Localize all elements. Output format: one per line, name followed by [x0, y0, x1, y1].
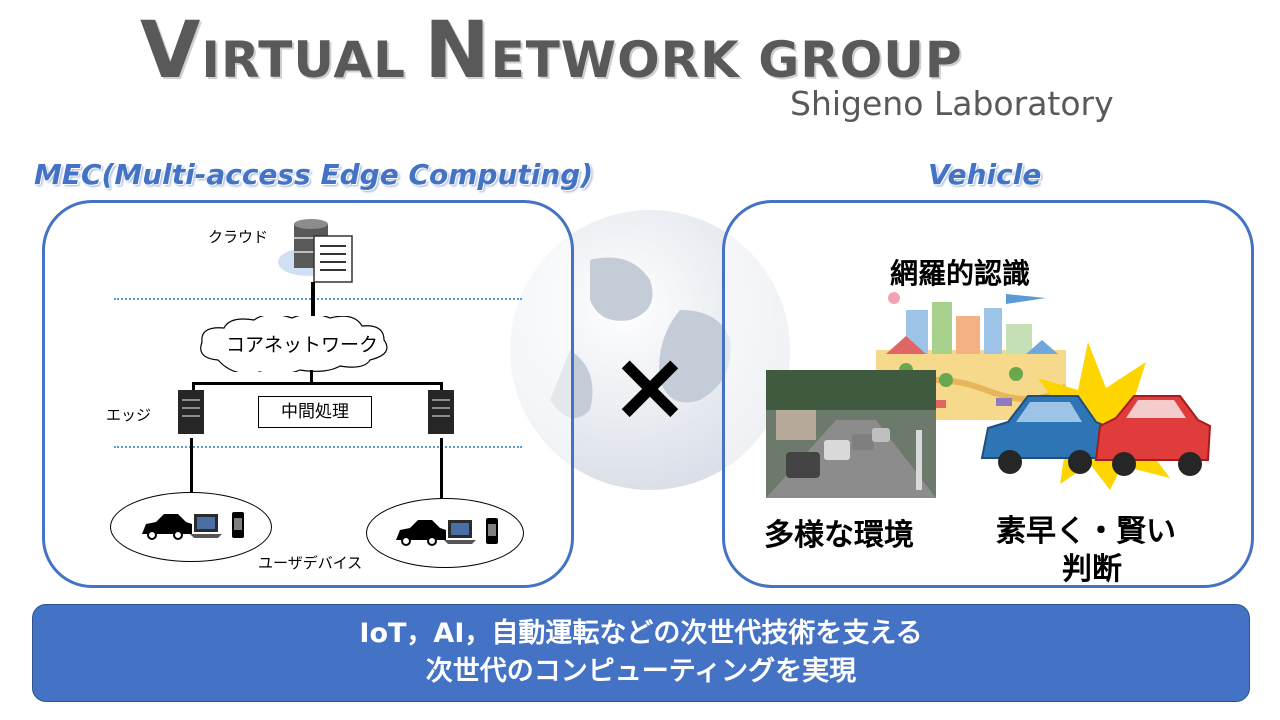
user-devices-right-icon — [396, 518, 498, 546]
title-letter-n: N — [424, 6, 491, 96]
edge-branch-right — [440, 382, 443, 390]
title-word-irtual: IRTUAL — [201, 31, 425, 89]
car-crash-illustration-icon — [980, 342, 1212, 490]
edge-server-right-icon — [428, 390, 454, 434]
cloud-core-link — [311, 282, 315, 318]
vehicle-section-label: Vehicle — [928, 158, 1042, 191]
edge-device-link-right — [440, 438, 443, 500]
cloud-label: クラウド — [208, 228, 269, 246]
traffic-photo-icon — [766, 370, 936, 498]
edge-server-left-icon — [178, 390, 204, 434]
edge-branch-line — [192, 382, 442, 385]
recognition-label: 網羅的認識 — [890, 257, 1031, 290]
layer-divider-bottom — [114, 446, 522, 448]
judgment-label-line2: 判断 — [1062, 552, 1122, 587]
title-letter-v: V — [140, 6, 202, 96]
edge-device-link-left — [190, 438, 193, 494]
times-symbol: × — [609, 330, 691, 442]
summary-banner: IoT，AI，自動運転などの次世代技術を支える 次世代のコンピューティングを実現 — [32, 604, 1250, 702]
layer-divider-top — [114, 298, 522, 300]
environment-label: 多様な環境 — [764, 518, 914, 553]
user-device-label: ユーザデバイス — [258, 554, 363, 572]
lab-subtitle: Shigeno Laboratory — [790, 84, 1114, 123]
core-network-label: コアネットワーク — [225, 334, 378, 356]
summary-line-2: 次世代のコンピューティングを実現 — [425, 656, 857, 687]
edge-label: エッジ — [106, 406, 152, 424]
intermediate-processing-box: 中間処理 — [258, 396, 372, 428]
cloud-database-icon — [278, 219, 353, 283]
core-network-cloud-icon — [200, 316, 388, 372]
summary-line-1: IoT，AI，自動運転などの次世代技術を支える — [359, 618, 923, 649]
core-edge-link — [310, 370, 313, 384]
edge-branch-left — [192, 382, 195, 390]
group-title: VIRTUAL NETWORK GROUP — [140, 12, 963, 90]
judgment-label-line1: 素早く・賢い — [996, 514, 1176, 549]
title-word-etwork: ETWORK GROUP — [490, 31, 963, 89]
user-devices-left-icon — [142, 512, 244, 540]
mec-section-label: MEC(Multi-access Edge Computing) — [34, 158, 594, 191]
